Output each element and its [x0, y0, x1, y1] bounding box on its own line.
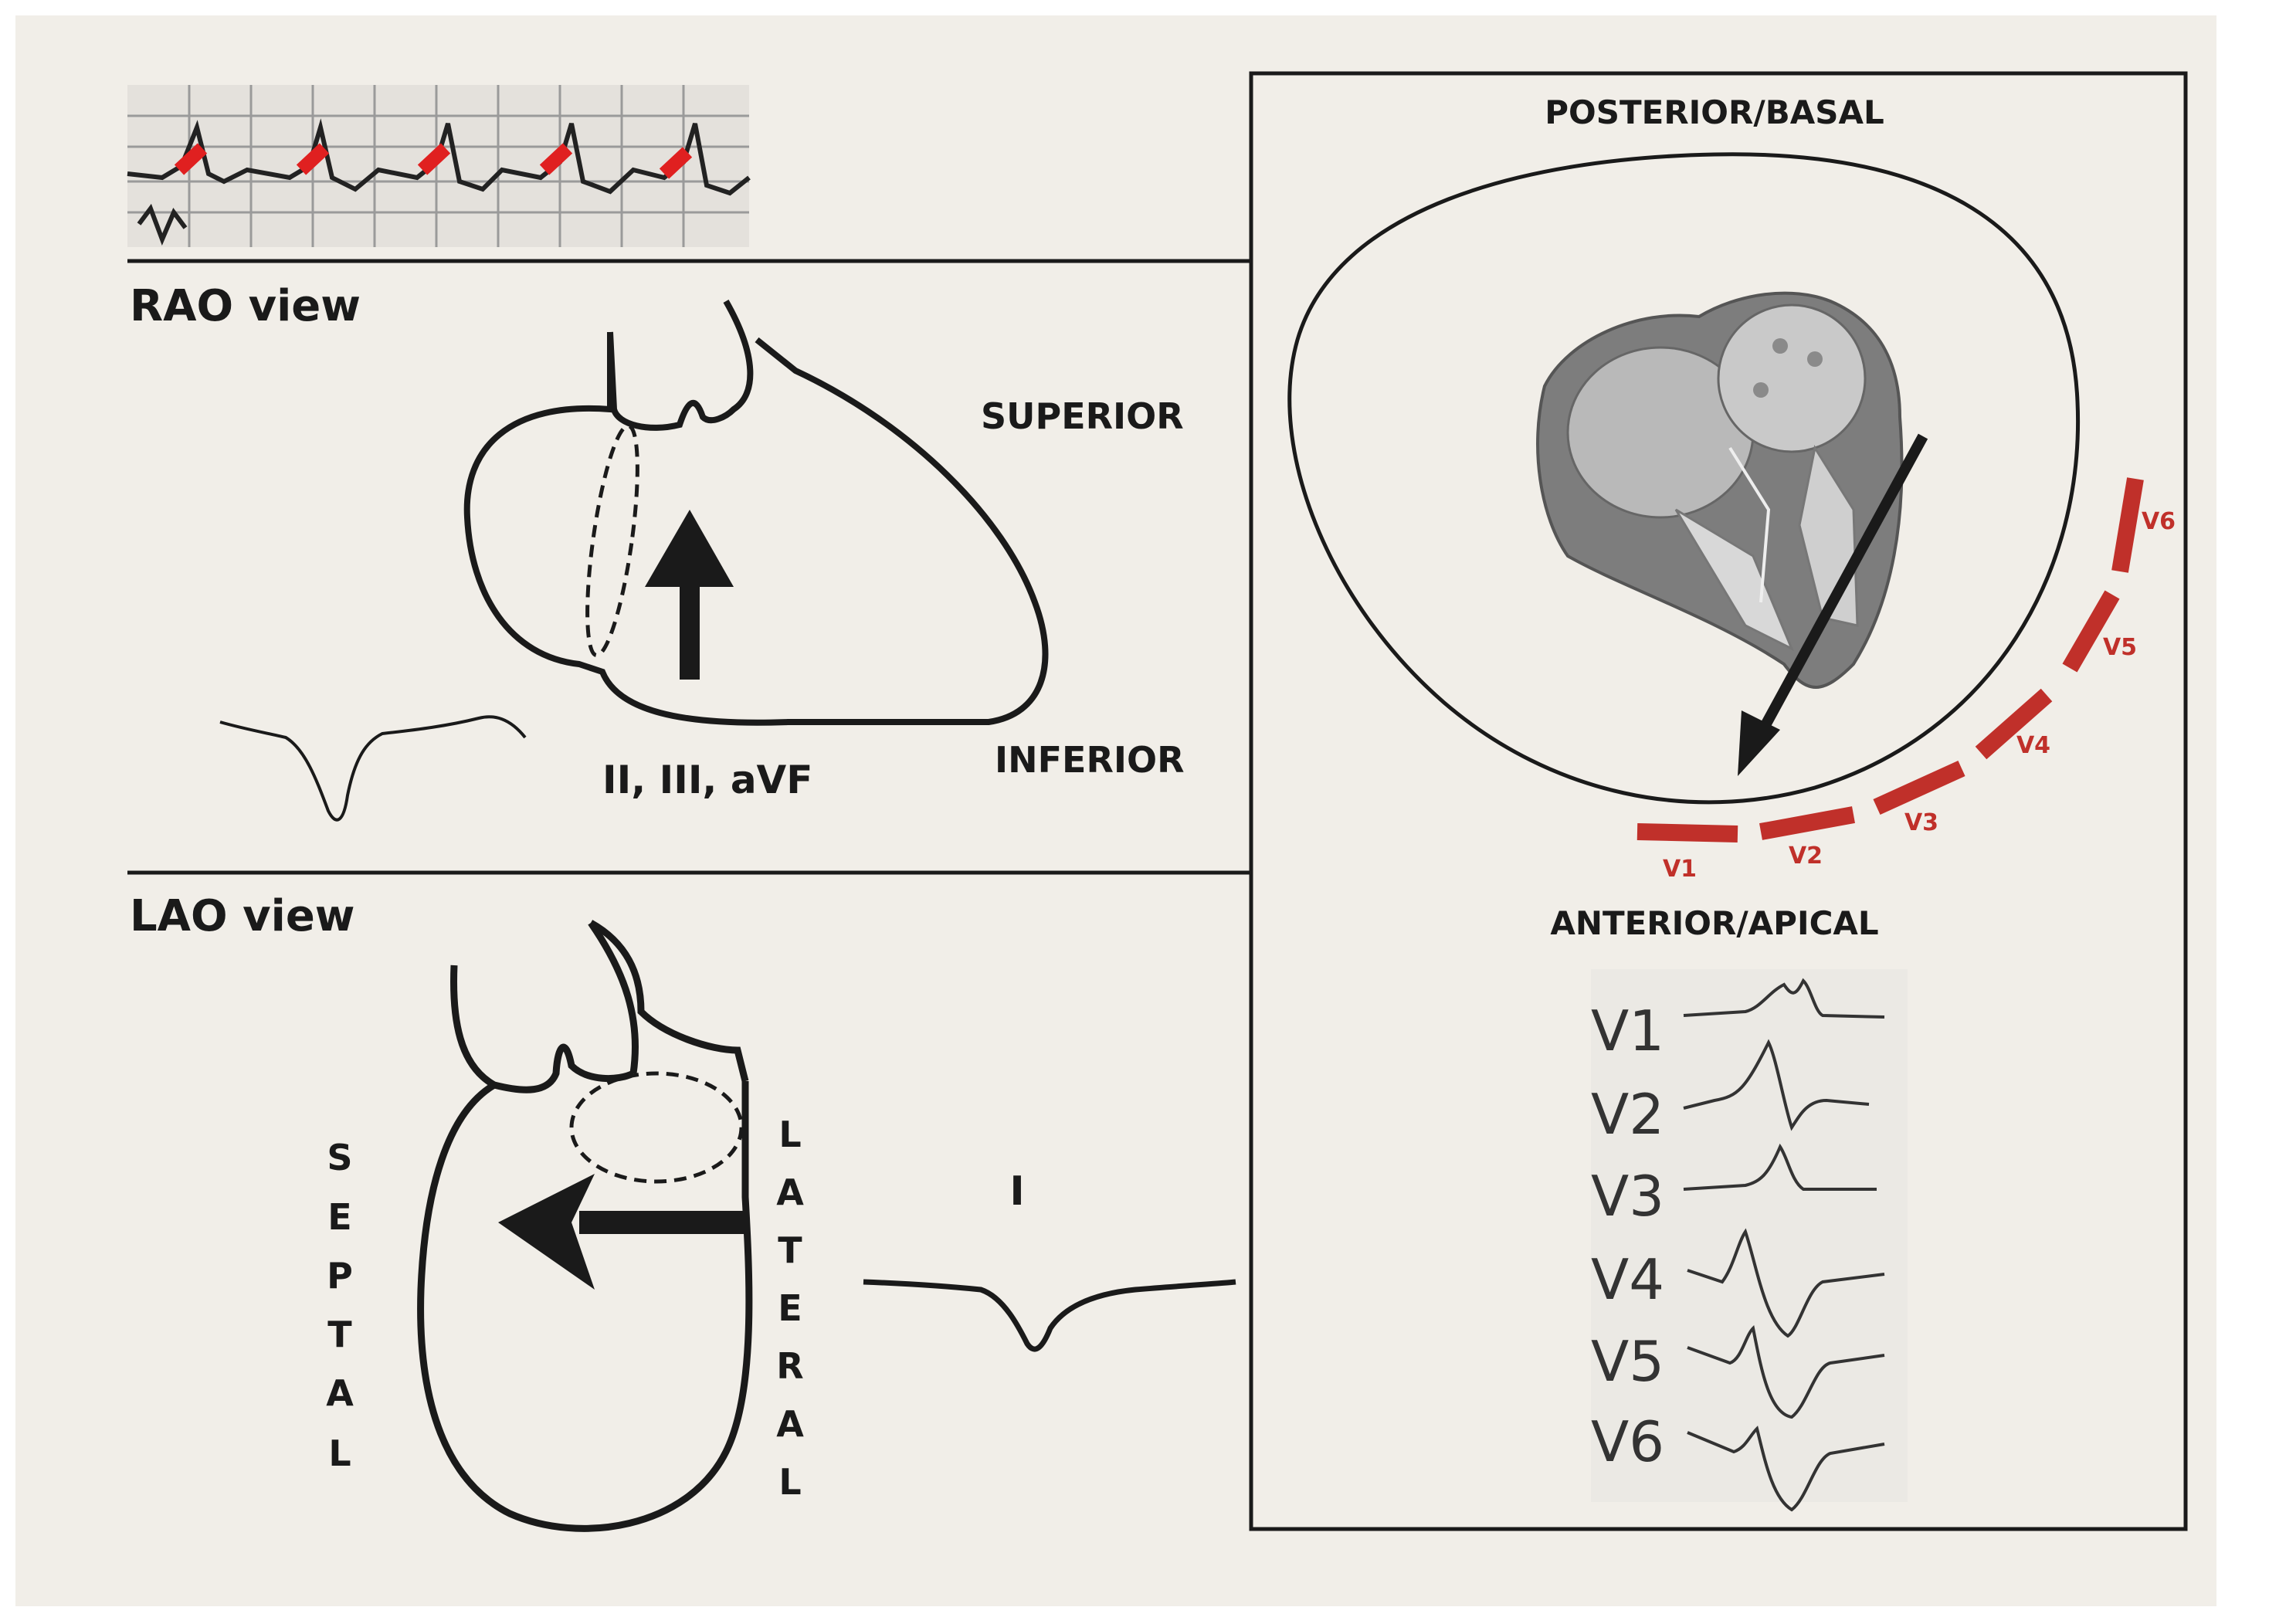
arc-label-v4: V4 — [2016, 732, 2050, 759]
trace-label-v5: V5 — [1591, 1329, 1664, 1394]
ecg-strip — [127, 85, 751, 247]
precordial-lead-arc — [1636, 477, 2144, 843]
trace-v2 — [1683, 1039, 1870, 1131]
lao-lead-label: I — [1009, 1168, 1024, 1215]
lateral-letter: T — [778, 1229, 802, 1271]
ecg-strip-trace — [127, 118, 751, 196]
lao-septal-label: S E P T A L — [326, 1137, 354, 1474]
lao-lateral-label: L A T E R A L — [776, 1114, 804, 1503]
rao-leads-label: II, III, aVF — [602, 758, 812, 802]
thorax-outline — [1287, 152, 2081, 805]
septal-letter: T — [327, 1314, 352, 1355]
heart-cross-section-icon — [1536, 291, 1904, 689]
rao-title: RAO view — [130, 281, 361, 331]
trace-v6 — [1687, 1426, 1885, 1512]
rao-panel: RAO view SUPERIOR INFERIOR II, III, aVF — [130, 281, 1185, 822]
arc-label-v1: V1 — [1663, 856, 1697, 883]
trace-label-v1: V1 — [1591, 998, 1664, 1063]
trace-label-v6: V6 — [1591, 1409, 1664, 1474]
septal-letter: L — [328, 1432, 351, 1474]
lateral-letter: A — [776, 1403, 804, 1445]
rao-great-vessels — [607, 300, 754, 431]
lao-vector-arrow-head — [498, 1174, 595, 1290]
lao-panel: LAO view S E P T A L L A T E R A L I — [130, 891, 1236, 1532]
ecg-strip-lead-label-mark — [137, 203, 188, 246]
arc-label-v5: V5 — [2103, 634, 2137, 661]
trace-v5 — [1687, 1324, 1885, 1419]
trace-v1 — [1683, 978, 1885, 1019]
trace-label-v4: V4 — [1591, 1247, 1664, 1312]
rao-heart-outline — [463, 332, 1049, 726]
precordial-traces: V1 V2 V3 V4 V5 V6 — [1591, 969, 1908, 1512]
lateral-letter: R — [776, 1345, 803, 1387]
lao-title: LAO view — [130, 891, 355, 941]
arc-label-v2: V2 — [1789, 843, 1823, 870]
diagram-svg: RAO view SUPERIOR INFERIOR II, III, aVF … — [127, 71, 2188, 1532]
anterior-label: ANTERIOR/APICAL — [1550, 904, 1878, 942]
septal-letter: S — [327, 1137, 352, 1178]
rao-vector-arrow-head — [645, 510, 734, 587]
arc-label-v3: V3 — [1904, 809, 1938, 836]
lao-valve-plane — [569, 1071, 744, 1184]
trace-v4 — [1687, 1228, 1885, 1338]
rao-valve-plane — [585, 423, 639, 658]
posterior-label: POSTERIOR/BASAL — [1545, 93, 1884, 131]
lateral-letter: L — [778, 1114, 801, 1155]
arc-segment-v1 — [1636, 823, 1738, 843]
lao-ecg-wave — [863, 1279, 1236, 1352]
arc-segment-v6 — [2111, 477, 2144, 573]
rao-vector-arrow-shaft — [680, 571, 700, 680]
arc-segment-v5 — [2062, 590, 2120, 673]
trace-label-v3: V3 — [1591, 1164, 1664, 1229]
septal-letter: E — [327, 1196, 351, 1238]
lateral-letter: E — [778, 1287, 802, 1329]
precordial-vector-arrow-shaft — [1755, 433, 1928, 737]
lao-vector-arrow-shaft — [579, 1211, 745, 1234]
trace-label-v2: V2 — [1591, 1082, 1664, 1147]
ecg-strip-markers — [174, 143, 693, 179]
lao-great-vessels — [450, 965, 636, 1093]
right-panel-frame — [1249, 71, 2188, 1531]
lao-aorta-left — [588, 920, 639, 1074]
arc-label-v6: V6 — [2142, 508, 2176, 535]
ecg-strip-grid — [127, 85, 749, 247]
lateral-letter: A — [776, 1171, 804, 1213]
arc-segment-v4 — [1975, 688, 2053, 760]
septal-letter: A — [326, 1372, 354, 1414]
rao-superior-label: SUPERIOR — [981, 395, 1184, 437]
precordial-vector-arrow-head — [1738, 710, 1780, 776]
right-panel: POSTERIOR/BASAL ANTERIOR/APICAL — [1249, 71, 2188, 1531]
lateral-letter: L — [778, 1461, 801, 1503]
rao-inferior-label: INFERIOR — [995, 739, 1185, 781]
arc-segment-v2 — [1759, 806, 1855, 840]
arc-segment-v3 — [1873, 760, 1965, 815]
lao-heart-outline — [417, 1081, 753, 1532]
lao-aortic-root — [588, 920, 749, 1083]
septal-letter: P — [327, 1255, 353, 1297]
figure-canvas: RAO view SUPERIOR INFERIOR II, III, aVF … — [15, 15, 2216, 1606]
trace-v3 — [1683, 1143, 1877, 1191]
rao-ecg-wave — [219, 715, 527, 822]
ecg-strip-paper — [127, 85, 749, 247]
